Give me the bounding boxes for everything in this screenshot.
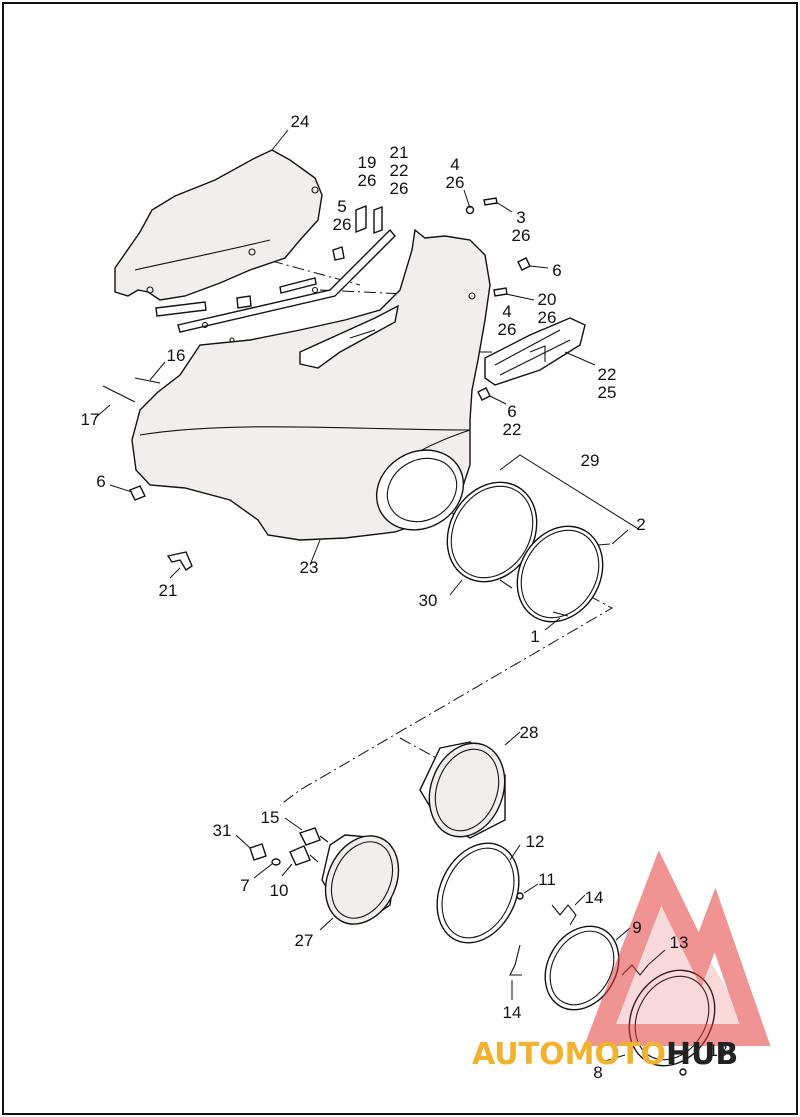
callout-c22-0: 22 [598,365,617,384]
callout-c21top-1: 22 [390,161,409,180]
callout-c4mid-1: 26 [498,320,517,339]
callout-c11: 11 [538,870,556,889]
callout-c6b-1: 22 [503,420,522,439]
callout-c19-0: 19 [358,153,377,172]
callout-c23: 23 [300,558,319,577]
trim-strips [155,204,396,333]
callout-c4top-0: 4 [450,155,459,174]
windshield [114,129,323,301]
callout-c24: 24 [291,112,310,131]
callout-c30: 30 [419,591,438,610]
callout-c9: 9 [632,918,641,937]
callout-c17: 17 [81,410,100,429]
callout-c5-0: 5 [337,197,346,216]
trim-ring [436,842,539,944]
callout-c29: 29 [581,451,600,470]
callout-c28: 28 [520,723,539,742]
callout-c5-1: 26 [333,215,352,234]
callout-c1: 1 [530,627,539,646]
callout-c7: 7 [240,876,249,895]
callout-c6b-0: 6 [507,402,516,421]
callout-c21top-2: 26 [390,179,409,198]
callout-c4mid-0: 4 [502,302,511,321]
callout-c21top-0: 21 [390,143,409,162]
lamp-housing [419,731,521,839]
callout-c15: 15 [261,808,280,827]
callout-c21bot: 21 [159,581,178,600]
callout-c12: 12 [526,832,545,851]
callout-c31: 31 [213,821,232,840]
watermark-logo [584,850,771,1046]
fairing [131,228,491,566]
callout-c27: 27 [295,931,314,950]
fasteners [94,189,549,579]
callout-c22-1: 25 [598,383,617,402]
callout-c20-0: 20 [538,290,557,309]
headlamp [319,834,400,931]
callout-c14a: 14 [585,888,604,907]
bulbs [235,817,329,879]
callout-c19-1: 26 [358,171,377,190]
callout-c20-1: 26 [538,308,557,327]
callout-c18: 18 [709,1041,728,1060]
watermark-text: AUTOMOTOHUB [472,1037,738,1072]
headlamp-mount-rings [446,454,641,631]
callout-c8: 8 [593,1063,602,1082]
callout-c16: 16 [167,346,186,365]
callout-c14b: 14 [503,1003,522,1022]
vent-duct [484,317,596,386]
callout-c13: 13 [670,933,689,952]
callout-c6c: 6 [96,472,105,491]
callout-c2: 2 [636,515,645,534]
callout-c4top-1: 26 [446,173,465,192]
callout-c6a: 6 [552,261,561,280]
callout-c3-1: 26 [512,226,531,245]
callout-c3-0: 3 [516,208,525,227]
callout-c10: 10 [270,881,289,900]
